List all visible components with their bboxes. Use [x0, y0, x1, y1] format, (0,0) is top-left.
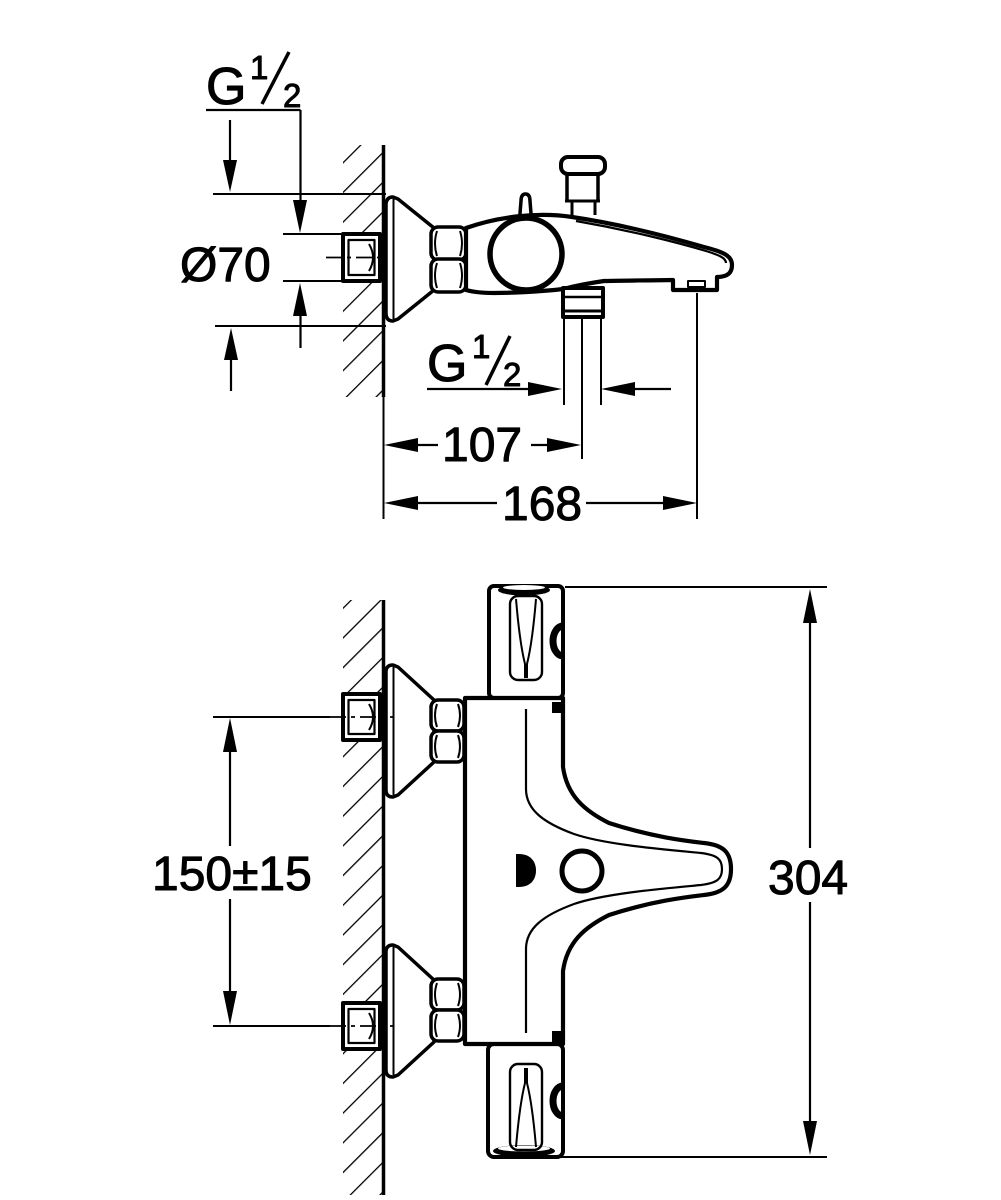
- shower-hose-outlet: [561, 286, 605, 319]
- mixer-body-front: [462, 695, 734, 1047]
- lower-union-nut: [429, 977, 466, 1043]
- fraction-slash: [260, 51, 291, 105]
- dim-label-escutcheon-diameter: Ø70: [180, 239, 271, 292]
- diverter-button: [559, 848, 605, 894]
- dimension-304: 304: [545, 586, 849, 1158]
- dim-label-304: 304: [768, 852, 848, 905]
- dimension-hose-thread: G 1 2: [427, 318, 671, 405]
- handle-top-highlight: [503, 585, 545, 590]
- arrow-left: [601, 382, 635, 396]
- fraction-slash: [484, 335, 512, 386]
- arrow-right: [663, 496, 697, 510]
- arrow-up: [224, 328, 238, 360]
- body-joint-mark-bottom: [552, 1031, 563, 1042]
- fraction-numerator: 1: [472, 328, 490, 365]
- grip-groove-curves: [515, 598, 537, 678]
- arrow-left: [384, 438, 418, 452]
- arrow-down: [223, 991, 237, 1025]
- dimensions-front-view: 150±15 304: [152, 586, 849, 1158]
- fraction-numerator: 1: [250, 49, 268, 86]
- body-inner-contour: [524, 709, 724, 1033]
- arrow-down: [803, 1121, 817, 1155]
- top-view: G 1 2 Ø70: [180, 49, 735, 532]
- volume-handle: [486, 1042, 565, 1159]
- dimension-escutcheon-diameter: Ø70: [180, 120, 386, 391]
- lower-escutcheon: [384, 943, 436, 1079]
- aerator: [687, 280, 706, 288]
- arrow-up: [223, 718, 237, 752]
- front-view: 150±15 304: [152, 584, 849, 1195]
- side-grip-notch: [549, 1082, 564, 1120]
- union-nut: [429, 225, 468, 294]
- diverter-knob: [559, 155, 607, 215]
- grip-groove-curves: [515, 1068, 537, 1148]
- arrow-up: [803, 589, 817, 623]
- dim-label-168: 168: [502, 478, 582, 531]
- dimension-supply-thread: G 1 2: [206, 49, 344, 348]
- side-grip-notch: [549, 622, 564, 660]
- dimension-168: 168: [384, 293, 698, 532]
- fraction-denominator: 2: [283, 77, 301, 114]
- dim-label-107: 107: [442, 419, 522, 472]
- arrow-up: [293, 283, 307, 316]
- arrow-down: [293, 200, 307, 233]
- grip-groove: [508, 1062, 544, 1152]
- arrow-right: [528, 382, 562, 396]
- upper-union-nut: [429, 698, 466, 764]
- fraction-denominator: 2: [503, 356, 521, 393]
- spout-symbol-icon: [516, 854, 536, 887]
- dim-label-hose-thread: G: [427, 335, 467, 393]
- arrow-left: [384, 496, 418, 510]
- dim-label-150: 150±15: [152, 848, 312, 901]
- dimension-107: 107: [384, 318, 583, 473]
- grip-groove: [508, 594, 544, 682]
- body-joint-mark-top: [552, 702, 563, 713]
- dimension-150: 150±15: [152, 716, 394, 1027]
- wall-hatch-front-view: [343, 600, 383, 1195]
- temperature-handle: [487, 584, 565, 700]
- dim-label-supply-thread: G: [206, 58, 246, 116]
- supply-union: [326, 232, 394, 283]
- knob-circle: [487, 215, 565, 293]
- arrow-down: [223, 160, 237, 192]
- arrow-right: [547, 438, 581, 452]
- dimensions-top-view: G 1 2 Ø70: [180, 49, 698, 532]
